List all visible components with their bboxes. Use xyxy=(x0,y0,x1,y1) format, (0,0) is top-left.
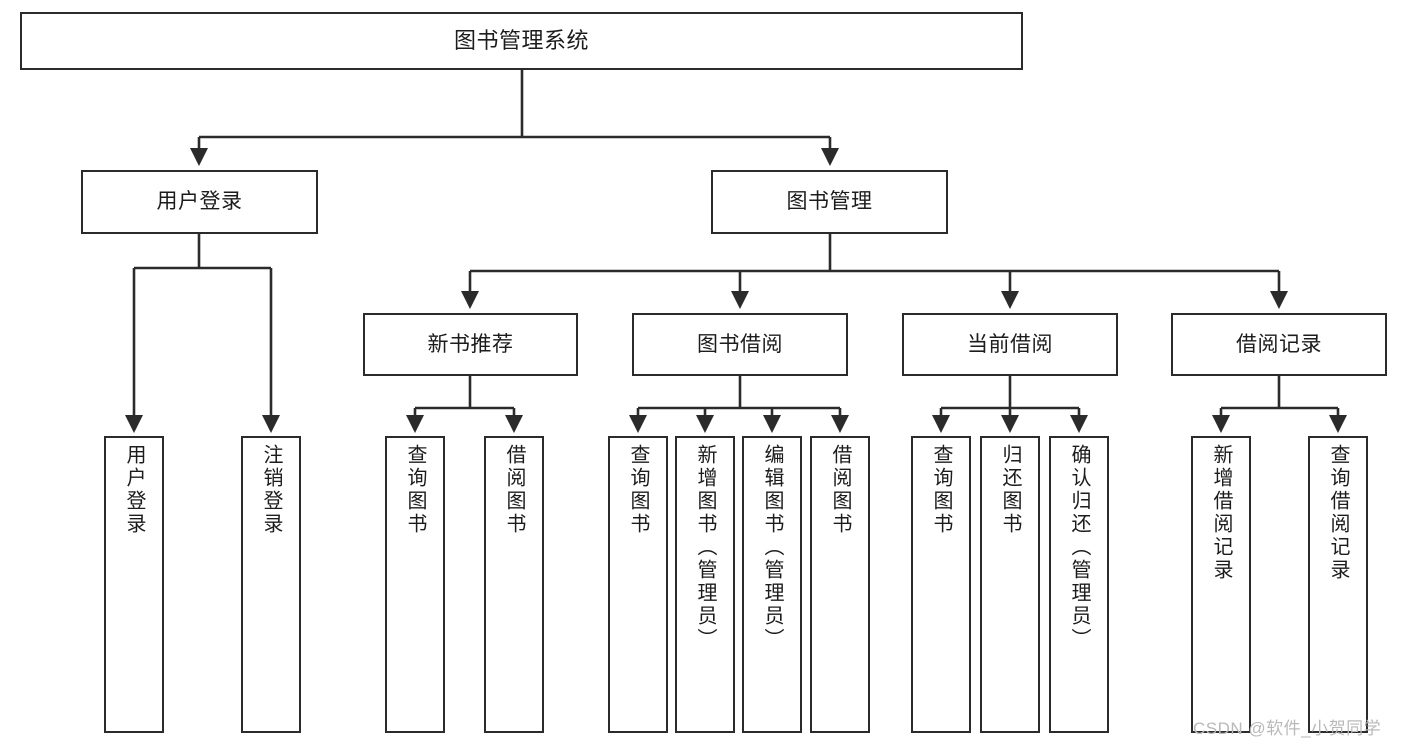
leaf-borrow-record-query-label: 查询借阅记录 xyxy=(1327,444,1349,582)
leaf-book-borrow-edit[interactable]: 编辑图书（管理员） xyxy=(742,436,802,733)
node-current-borrow[interactable]: 当前借阅 xyxy=(902,313,1118,376)
node-current-borrow-label: 当前借阅 xyxy=(967,332,1053,356)
leaf-book-borrow-add[interactable]: 新增图书（管理员） xyxy=(675,436,735,733)
node-new-book-recommend[interactable]: 新书推荐 xyxy=(363,313,578,376)
leaf-borrow-record-add[interactable]: 新增借阅记录 xyxy=(1191,436,1251,733)
leaf-current-borrow-confirm[interactable]: 确认归还（管理员） xyxy=(1049,436,1109,733)
leaf-new-book-borrow[interactable]: 借阅图书 xyxy=(484,436,544,733)
leaf-user-login-signout[interactable]: 注销登录 xyxy=(241,436,301,733)
leaf-borrow-record-add-label: 新增借阅记录 xyxy=(1210,444,1232,582)
node-book-management-label: 图书管理 xyxy=(786,190,873,214)
node-user-login-label: 用户登录 xyxy=(156,190,243,214)
node-root-system[interactable]: 图书管理系统 xyxy=(20,12,1023,70)
node-borrow-record[interactable]: 借阅记录 xyxy=(1171,313,1387,376)
leaf-book-borrow-query-label: 查询图书 xyxy=(627,444,649,536)
leaf-new-book-query-label: 查询图书 xyxy=(404,444,426,536)
leaf-current-borrow-confirm-label: 确认归还（管理员） xyxy=(1068,444,1090,651)
leaf-new-book-query[interactable]: 查询图书 xyxy=(385,436,445,733)
leaf-new-book-borrow-label: 借阅图书 xyxy=(503,444,525,536)
leaf-current-borrow-query[interactable]: 查询图书 xyxy=(911,436,971,733)
node-user-login[interactable]: 用户登录 xyxy=(81,170,318,234)
csdn-watermark: CSDN @软件_小贺同学 xyxy=(1193,719,1382,738)
leaf-current-borrow-query-label: 查询图书 xyxy=(930,444,952,536)
leaf-book-borrow-borrow[interactable]: 借阅图书 xyxy=(810,436,870,733)
node-book-management[interactable]: 图书管理 xyxy=(711,170,948,234)
leaf-book-borrow-query[interactable]: 查询图书 xyxy=(608,436,668,733)
leaf-user-login-signin-label: 用户登录 xyxy=(123,444,145,536)
node-root-system-label: 图书管理系统 xyxy=(453,28,589,54)
node-book-borrow-label: 图书借阅 xyxy=(697,332,783,356)
leaf-borrow-record-query[interactable]: 查询借阅记录 xyxy=(1308,436,1368,733)
leaf-book-borrow-borrow-label: 借阅图书 xyxy=(829,444,851,536)
leaf-book-borrow-add-label: 新增图书（管理员） xyxy=(694,444,716,651)
node-new-book-recommend-label: 新书推荐 xyxy=(427,332,514,356)
node-book-borrow[interactable]: 图书借阅 xyxy=(632,313,848,376)
leaf-user-login-signout-label: 注销登录 xyxy=(260,444,282,536)
leaf-user-login-signin[interactable]: 用户登录 xyxy=(104,436,164,733)
node-borrow-record-label: 借阅记录 xyxy=(1236,332,1322,356)
leaf-book-borrow-edit-label: 编辑图书（管理员） xyxy=(761,444,783,651)
leaf-current-borrow-return[interactable]: 归还图书 xyxy=(980,436,1040,733)
leaf-current-borrow-return-label: 归还图书 xyxy=(999,444,1021,536)
